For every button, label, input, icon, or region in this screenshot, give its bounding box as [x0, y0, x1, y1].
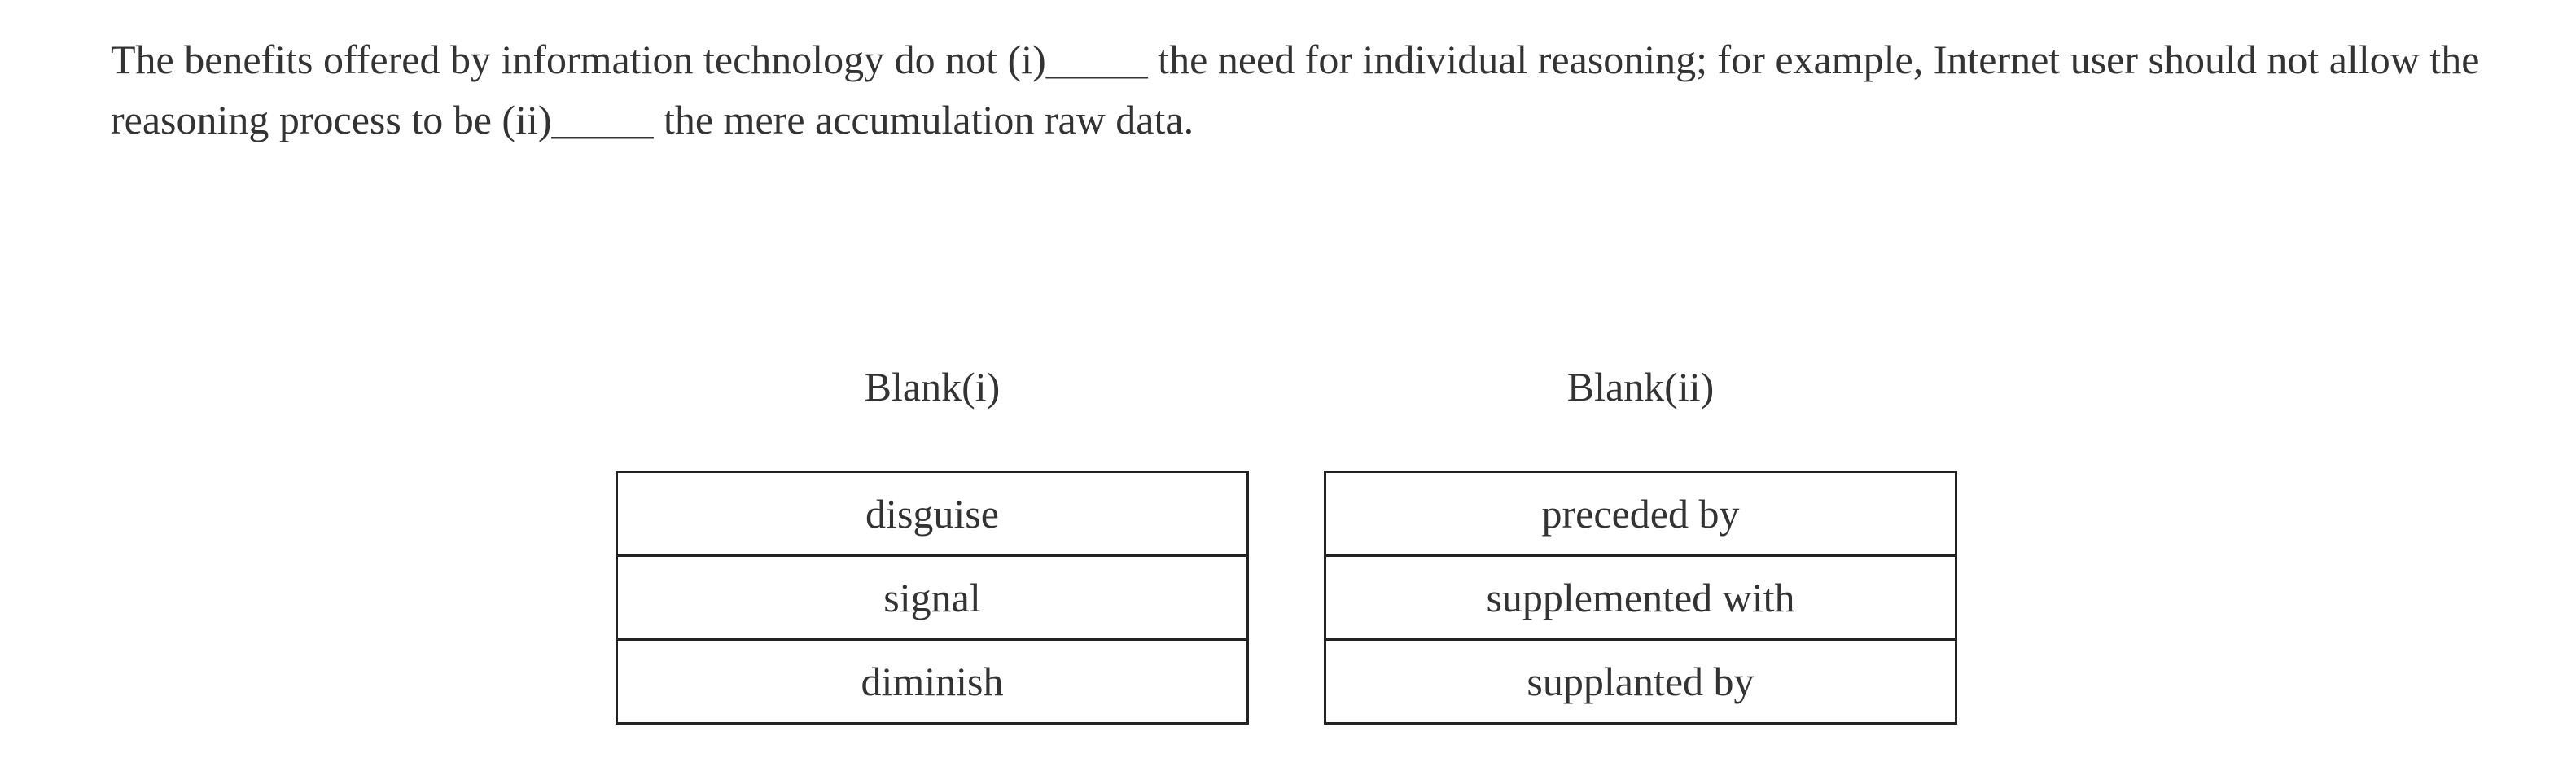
- blank-i-option-disguise[interactable]: disguise: [618, 473, 1246, 554]
- blank-ii-title: Blank(ii): [1566, 364, 1715, 410]
- blank-i-title: Blank(i): [864, 364, 1001, 410]
- blank-i-option-signal[interactable]: signal: [618, 554, 1246, 638]
- blank-ii-option-supplanted-by[interactable]: supplanted by: [1326, 638, 1955, 722]
- blank-ii-option-supplemented-with[interactable]: supplemented with: [1326, 554, 1955, 638]
- blank-ii-option-preceded-by[interactable]: preceded by: [1326, 473, 1955, 554]
- blank-i-choices: disguise signal diminish: [616, 471, 1249, 725]
- question-text: The benefits offered by information tech…: [111, 37, 2480, 142]
- blank-i-option-diminish[interactable]: diminish: [618, 638, 1246, 722]
- blank-ii-choices: preceded by supplemented with supplanted…: [1324, 471, 1957, 725]
